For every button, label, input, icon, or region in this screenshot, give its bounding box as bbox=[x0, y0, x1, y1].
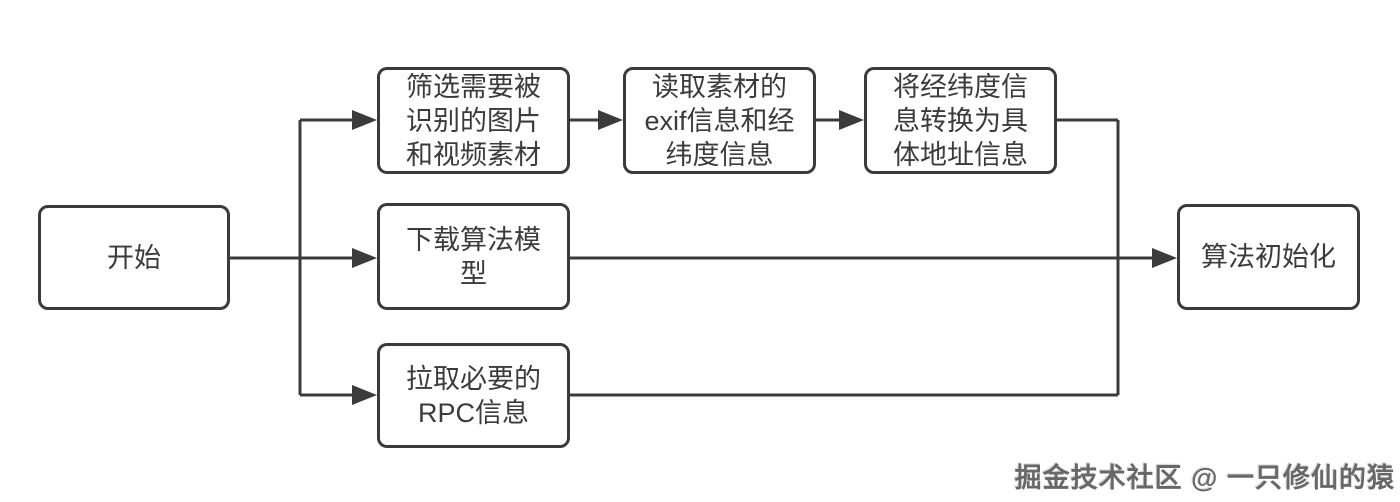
node-filter-media: 筛选需要被识别的图片和视频素材 bbox=[377, 67, 570, 174]
node-convert-address-label: 将经纬度信息转换为具体地址信息 bbox=[893, 71, 1028, 170]
node-read-exif-label: 读取素材的exif信息和经纬度信息 bbox=[644, 71, 795, 170]
node-algo-init: 算法初始化 bbox=[1177, 204, 1360, 310]
node-start: 开始 bbox=[38, 205, 230, 310]
node-download-model-label: 下载算法模型 bbox=[406, 224, 541, 289]
node-read-exif: 读取素材的exif信息和经纬度信息 bbox=[623, 67, 816, 174]
connector-start-branch bbox=[230, 110, 377, 405]
connector-exif-to-addr bbox=[816, 110, 864, 130]
connector-filter-to-exif bbox=[570, 110, 623, 130]
node-pull-rpc: 拉取必要的RPC信息 bbox=[377, 343, 570, 448]
node-filter-media-label: 筛选需要被识别的图片和视频素材 bbox=[406, 71, 541, 170]
node-convert-address: 将经纬度信息转换为具体地址信息 bbox=[864, 67, 1057, 174]
node-algo-init-label: 算法初始化 bbox=[1201, 242, 1336, 272]
connector-merge-to-algo-init bbox=[570, 118, 1177, 397]
node-download-model: 下载算法模型 bbox=[377, 203, 570, 310]
node-start-label: 开始 bbox=[107, 242, 161, 273]
watermark: 掘金技术社区 @ 一只修仙的猿 bbox=[1014, 463, 1395, 493]
node-pull-rpc-label: 拉取必要的RPC信息 bbox=[406, 363, 541, 428]
